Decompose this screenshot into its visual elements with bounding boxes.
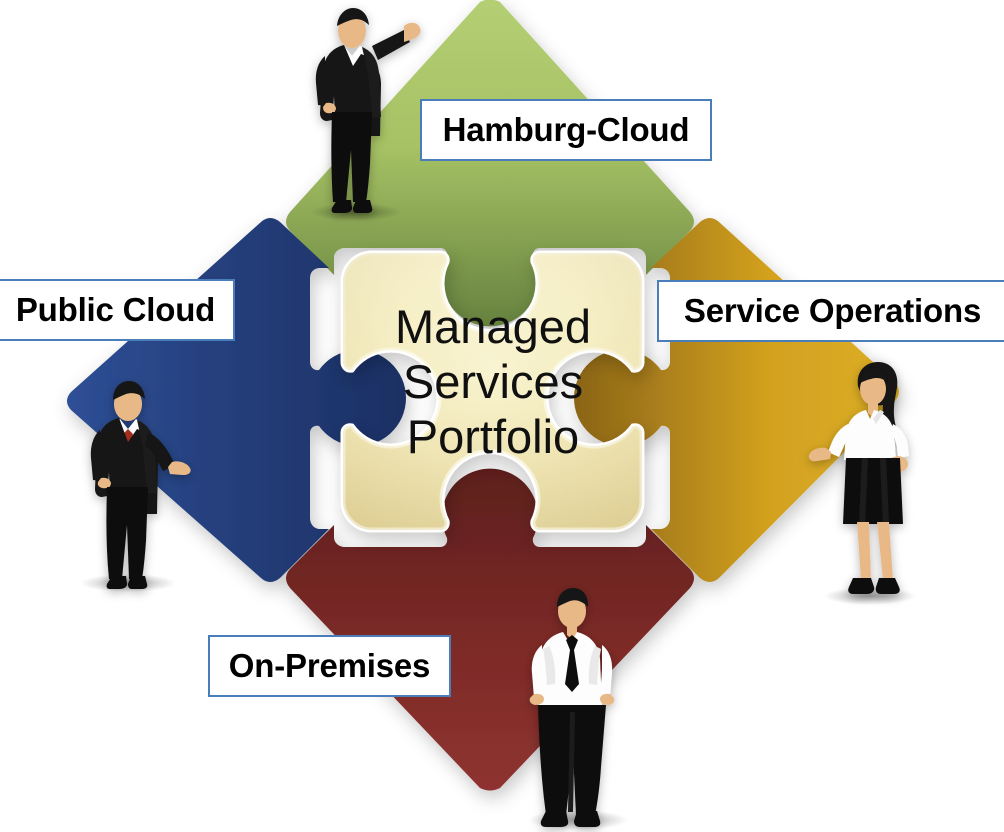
label-hamburg-cloud-text: Hamburg-Cloud (442, 111, 690, 148)
quadrant-right-service-operations[interactable] (574, 218, 899, 582)
ground-shadow-left (80, 574, 176, 592)
person-bottom-businessman-white-shirt (529, 588, 615, 827)
label-public-cloud[interactable]: Public Cloud (0, 279, 235, 341)
label-service-operations-text: Service Operations (683, 292, 982, 329)
center-puzzle-piece[interactable] (340, 250, 645, 533)
quadrant-top-hamburg-cloud[interactable] (286, 0, 694, 327)
person-right-businesswoman (808, 362, 909, 594)
person-left-businessman-red-tie (90, 381, 191, 589)
label-on-premises-text: On-Premises (228, 647, 431, 684)
label-public-cloud-text: Public Cloud (15, 291, 216, 328)
quadrant-left-public-cloud[interactable] (67, 218, 406, 582)
label-on-premises[interactable]: On-Premises (208, 635, 451, 697)
person-top-businessman-pointing (315, 8, 421, 213)
label-service-operations[interactable]: Service Operations (657, 280, 1004, 342)
label-hamburg-cloud[interactable]: Hamburg-Cloud (420, 99, 712, 161)
quadrant-bottom-on-premises[interactable] (286, 468, 694, 791)
